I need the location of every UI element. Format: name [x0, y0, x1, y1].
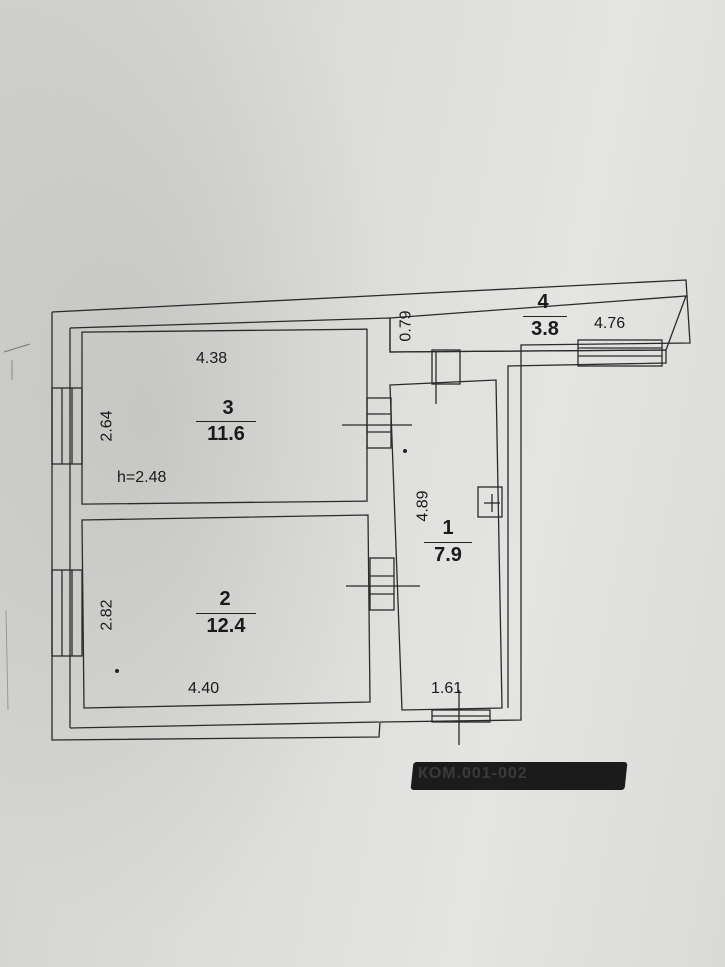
- room-1-length: 4.89: [414, 490, 432, 522]
- room-2-width: 2.82: [98, 599, 116, 631]
- room-2-length: 4.40: [188, 680, 220, 697]
- pencil-marks: [3, 343, 31, 711]
- room-2-outline: [81, 514, 371, 709]
- door-room-1-top: [431, 349, 461, 385]
- marker-dot: [115, 669, 119, 673]
- room-1-area: 7.9: [424, 542, 472, 565]
- room-3-number: 3: [222, 397, 234, 419]
- room-1-outline: [389, 379, 503, 711]
- marker-dot: [403, 449, 407, 453]
- redacted-code: КОМ.001-002: [418, 766, 528, 782]
- room-3-width: 2.64: [98, 410, 116, 442]
- room-1-width: 1.61: [431, 680, 463, 697]
- room-4-length: 4.76: [594, 315, 626, 332]
- door-room-3: [366, 397, 392, 449]
- door-room-2: [369, 557, 395, 611]
- room-4-width: 0.79: [397, 310, 415, 342]
- room-4-area: 3.8: [523, 316, 567, 339]
- window-corridor: [577, 339, 663, 367]
- outer-wall: [51, 279, 691, 741]
- room-2-number: 2: [219, 588, 231, 610]
- inner-wall-top: [69, 317, 667, 708]
- room-3-length: 4.38: [196, 350, 228, 367]
- room-1-number: 1: [442, 517, 454, 539]
- ventilation-box: [477, 486, 503, 518]
- window-left-top: [51, 387, 83, 465]
- room-2-area: 12.4: [196, 613, 256, 636]
- window-left-bottom: [51, 569, 83, 657]
- room-3-height: h=2.48: [117, 469, 167, 486]
- room-4-number: 4: [537, 291, 549, 313]
- room-4-outline: [389, 295, 687, 353]
- room-3-area: 11.6: [196, 421, 256, 444]
- bottom-wall-inner: [69, 721, 380, 729]
